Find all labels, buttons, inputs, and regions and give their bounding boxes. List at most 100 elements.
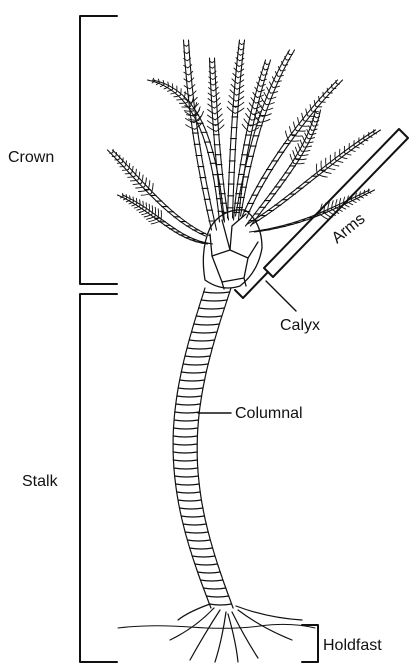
- columnal-ring: [190, 548, 213, 549]
- pinnule: [326, 158, 327, 167]
- arm-edge: [239, 60, 271, 220]
- columnal-ring: [195, 564, 218, 565]
- pinnule: [237, 85, 244, 89]
- pinnule: [263, 74, 267, 75]
- pinnule: [254, 106, 261, 109]
- pinnule: [168, 82, 169, 87]
- crown-label: Crown: [8, 149, 54, 166]
- pinnule: [236, 102, 244, 107]
- pinnule: [158, 79, 159, 83]
- columnal-ring: [176, 404, 201, 405]
- stalk-label: Stalk: [22, 473, 59, 490]
- pinnule: [343, 204, 349, 207]
- columnal-ring: [204, 292, 230, 293]
- pinnule: [230, 90, 237, 95]
- columnal-ring: [189, 340, 214, 341]
- pinnule: [115, 159, 119, 160]
- columnal-ring: [177, 396, 202, 397]
- pinnule: [155, 207, 156, 216]
- pinnule: [265, 62, 267, 64]
- arms-label: Arms: [329, 210, 369, 247]
- pinnule: [364, 190, 365, 194]
- pinnule: [316, 106, 322, 107]
- pinnule: [306, 142, 313, 143]
- columnal-ring: [198, 572, 221, 573]
- columnal-ring: [187, 540, 210, 541]
- pinnule: [208, 104, 215, 108]
- pinnule: [268, 97, 276, 99]
- pinnule: [236, 97, 244, 102]
- arm-edge: [247, 80, 343, 218]
- pinnule: [300, 126, 308, 127]
- pinnule: [231, 84, 237, 89]
- columnal-ring: [201, 300, 227, 301]
- pinnule: [328, 92, 332, 93]
- pinnule: [299, 155, 308, 156]
- columnal-ring: [199, 308, 225, 309]
- pinnule: [216, 120, 224, 126]
- pinnule: [302, 150, 310, 151]
- pinnule: [336, 84, 339, 85]
- holdfast-label: Holdfast: [323, 637, 382, 654]
- pinnule: [158, 209, 159, 219]
- pinnule: [321, 161, 322, 171]
- pinnule: [315, 121, 319, 122]
- pinnule: [184, 59, 188, 61]
- ground-line: [118, 624, 315, 628]
- columnal-ring: [209, 604, 231, 605]
- pinnule: [186, 125, 195, 130]
- stalk-bracket: [80, 294, 117, 662]
- pinnule: [215, 114, 222, 120]
- columnal-ring: [185, 356, 210, 357]
- pinnule: [304, 146, 312, 147]
- columnal-ring: [194, 324, 220, 325]
- columnal-ring: [183, 524, 206, 525]
- pinnule: [130, 196, 131, 200]
- holdfast-roots: [170, 604, 302, 662]
- columnal-ring: [173, 444, 197, 445]
- pinnule: [161, 210, 162, 220]
- calyx-label: Calyx: [280, 317, 320, 334]
- columnal-ring: [192, 332, 218, 333]
- pinnule: [320, 102, 325, 103]
- columnal-ring: [203, 588, 225, 589]
- pinnule: [199, 111, 204, 120]
- pinnule: [126, 195, 127, 199]
- pinnule: [180, 89, 181, 96]
- pinnule: [207, 121, 215, 126]
- pinnule: [240, 53, 244, 55]
- columnal-ring: [173, 452, 197, 453]
- pinnule: [123, 193, 124, 196]
- columnal-ring: [175, 476, 199, 477]
- pinnule: [249, 128, 258, 132]
- pinnule: [237, 91, 244, 95]
- columnal-ring: [183, 364, 208, 365]
- pinnule: [332, 88, 336, 89]
- columnal-ring: [174, 468, 198, 469]
- pinnule: [229, 96, 236, 102]
- columnal-ring: [181, 372, 206, 373]
- pinnule: [264, 108, 273, 111]
- stalk-column: [173, 288, 233, 608]
- pinnule: [293, 136, 303, 137]
- pinnule: [179, 103, 187, 104]
- pinnule: [304, 121, 312, 122]
- pinnule: [266, 103, 274, 105]
- pinnule: [110, 153, 113, 154]
- pinnule: [215, 109, 222, 114]
- pinnule: [228, 101, 236, 107]
- columnal-ring: [192, 556, 215, 557]
- pinnule: [112, 156, 116, 157]
- columnal-ring: [176, 484, 200, 485]
- columnal-ring: [175, 412, 200, 413]
- pinnule: [284, 65, 288, 66]
- arm-edge: [123, 195, 213, 244]
- columnal-ring: [178, 388, 203, 389]
- arm-pinnules: [110, 43, 377, 224]
- columnal-label: Columnal: [235, 405, 303, 422]
- crown-arms: [108, 40, 381, 244]
- pinnule: [368, 189, 369, 192]
- pinnule: [208, 115, 216, 120]
- pinnule: [227, 107, 235, 114]
- columnal-ring: [187, 348, 212, 349]
